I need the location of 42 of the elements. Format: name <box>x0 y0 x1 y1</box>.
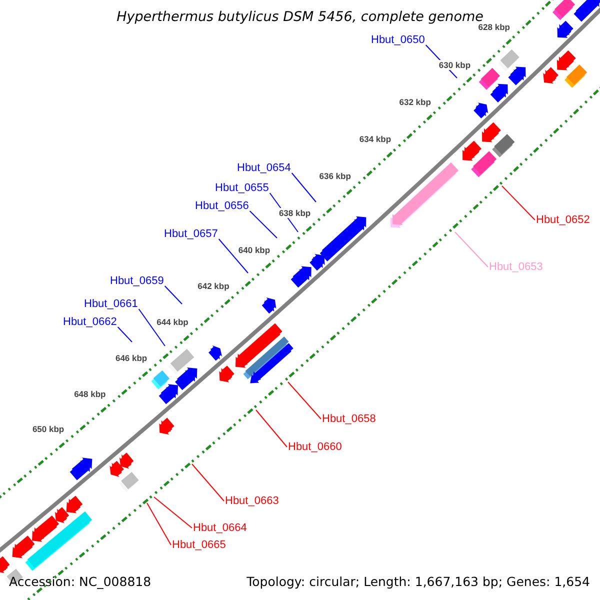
gene-label: Hbut_0652 <box>536 214 590 226</box>
scale-label: 632 kbp <box>399 97 431 108</box>
scale-label: 640 kbp <box>238 244 270 255</box>
leader-line <box>291 172 316 202</box>
leader-line <box>138 308 166 346</box>
gene-label: Hbut_0664 <box>193 522 247 534</box>
scale-label: 644 kbp <box>156 317 188 328</box>
leader-line <box>218 238 248 274</box>
gene-label: Hbut_0657 <box>164 228 218 240</box>
gene-label: Hbut_0665 <box>172 539 226 551</box>
leader-line <box>146 502 172 546</box>
gene-label: Hbut_0663 <box>225 495 279 507</box>
gene-label: Hbut_0661 <box>84 298 138 310</box>
scale-label: 636 kbp <box>319 171 351 182</box>
leader-line <box>454 232 488 268</box>
scale-label: 648 kbp <box>74 388 106 399</box>
genome-summary-text: Topology: circular; Length: 1,667,163 bp; Genes: 1,654 <box>246 574 590 589</box>
scale-label: 642 kbp <box>198 281 230 292</box>
gene-label: Hbut_0650 <box>371 34 425 46</box>
gene-label: Hbut_0653 <box>489 261 543 273</box>
gene-label: Hbut_0656 <box>195 200 249 212</box>
leader-line <box>256 410 288 448</box>
gene-label: Hbut_0659 <box>110 275 164 287</box>
scale-label: 634 kbp <box>359 134 392 144</box>
gene-label: Hbut_0658 <box>322 413 376 425</box>
scale-label: 630 kbp <box>438 60 471 70</box>
gene-label: Hbut_0654 <box>237 162 291 174</box>
scale-label: 650 kbp <box>32 424 64 434</box>
leader-line <box>502 186 536 220</box>
gene-label: Hbut_0662 <box>63 316 117 328</box>
leader-line <box>249 210 278 238</box>
gene-label: Hbut_0655 <box>215 182 269 194</box>
accession-text: Accession: NC_008818 <box>9 574 152 589</box>
scale-label: 638 kbp <box>278 208 311 218</box>
leader-line <box>288 382 322 420</box>
scale-label: 628 kbp <box>478 22 510 32</box>
scale-label: 646 kbp <box>115 353 148 364</box>
leader-line <box>117 326 132 342</box>
leader-line <box>164 286 182 304</box>
leader-line <box>154 496 192 528</box>
leader-line <box>192 464 224 502</box>
gene-label: Hbut_0660 <box>288 441 342 453</box>
